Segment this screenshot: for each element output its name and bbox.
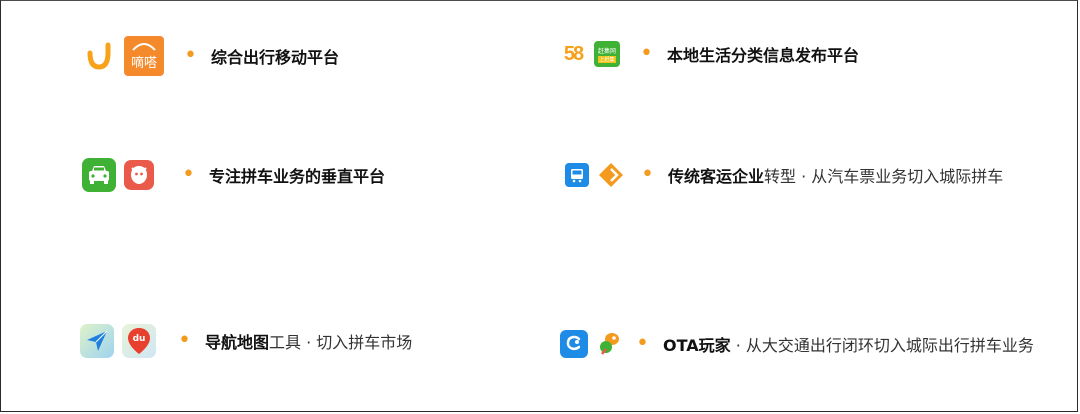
bullet-dot: •: [184, 43, 197, 68]
row-bold-text: 专注拼车业务的垂直平台: [208, 167, 385, 186]
row-transit-company: • 传统客运企业转型 · 从汽车票业务切入城际拼车: [565, 158, 1003, 192]
ganji-logo-subtext: 上赶集: [598, 55, 616, 63]
bus-blue-icon: [565, 163, 589, 187]
row-text: 专注拼车业务的垂直平台: [209, 163, 385, 187]
row-bold-text: 本地生活分类信息发布平台: [666, 46, 859, 65]
didi-icon: [82, 39, 116, 73]
row-rest-text: 转型 · 从汽车票业务切入城际拼车: [764, 167, 1004, 186]
icon-group: 58 赶集网 上赶集: [560, 37, 620, 71]
ganji-icon: 赶集网 上赶集: [594, 41, 620, 67]
qunar-icon: [596, 327, 624, 361]
baidu-map-icon: du: [122, 324, 156, 358]
row-ride-hailing: 嘀嗒 • 综合出行移动平台: [82, 36, 339, 76]
bullet-dot: •: [636, 331, 649, 356]
row-bold-text: 传统客运企业: [667, 167, 764, 186]
bullet-dot: •: [641, 162, 654, 187]
row-bold-text: OTA玩家: [662, 336, 731, 355]
bullet-dot: •: [640, 41, 653, 66]
car-green-icon: [82, 158, 116, 192]
row-rest-text: 工具 · 切入拼车市场: [269, 333, 413, 352]
icon-group: 嘀嗒: [82, 36, 164, 76]
icon-group: [565, 158, 625, 192]
row-carpool-vertical: • 专注拼车业务的垂直平台: [82, 158, 385, 192]
dida-icon: 嘀嗒: [124, 36, 164, 76]
row-text: 传统客运企业转型 · 从汽车票业务切入城际拼车: [668, 163, 1003, 187]
amap-icon: [80, 324, 114, 358]
ganji-logo-text: 赶集网: [597, 47, 616, 55]
bullet-dot: •: [182, 162, 195, 187]
row-rest-text: · 从大交通出行闭环切入城际出行拼车业务: [730, 336, 1034, 355]
row-bold-text: 综合出行移动平台: [210, 48, 339, 67]
row-text: OTA玩家 · 从大交通出行闭环切入城际出行拼车业务: [663, 332, 1034, 356]
bullet-dot: •: [178, 328, 191, 353]
row-text: 本地生活分类信息发布平台: [667, 42, 859, 66]
row-text: 综合出行移动平台: [211, 44, 339, 68]
row-navigation: du • 导航地图工具 · 切入拼车市场: [80, 324, 412, 358]
icon-group: [560, 327, 624, 361]
icon-group: du: [80, 324, 156, 358]
58-icon: 58: [560, 37, 586, 71]
row-ota: • OTA玩家 · 从大交通出行闭环切入城际出行拼车业务: [560, 327, 1034, 361]
row-text: 导航地图工具 · 切入拼车市场: [205, 329, 412, 353]
pin-red-icon: [124, 160, 154, 190]
diamond-orange-icon: [597, 158, 625, 192]
row-bold-text: 导航地图: [204, 333, 269, 352]
ctrip-icon: [560, 330, 588, 358]
baidu-map-logo-text: du: [132, 334, 146, 344]
icon-group: [82, 158, 154, 192]
row-classifieds: 58 赶集网 上赶集 • 本地生活分类信息发布平台: [560, 37, 859, 71]
58-logo-text: 58: [563, 42, 584, 65]
dida-logo-text: 嘀嗒: [130, 55, 157, 71]
